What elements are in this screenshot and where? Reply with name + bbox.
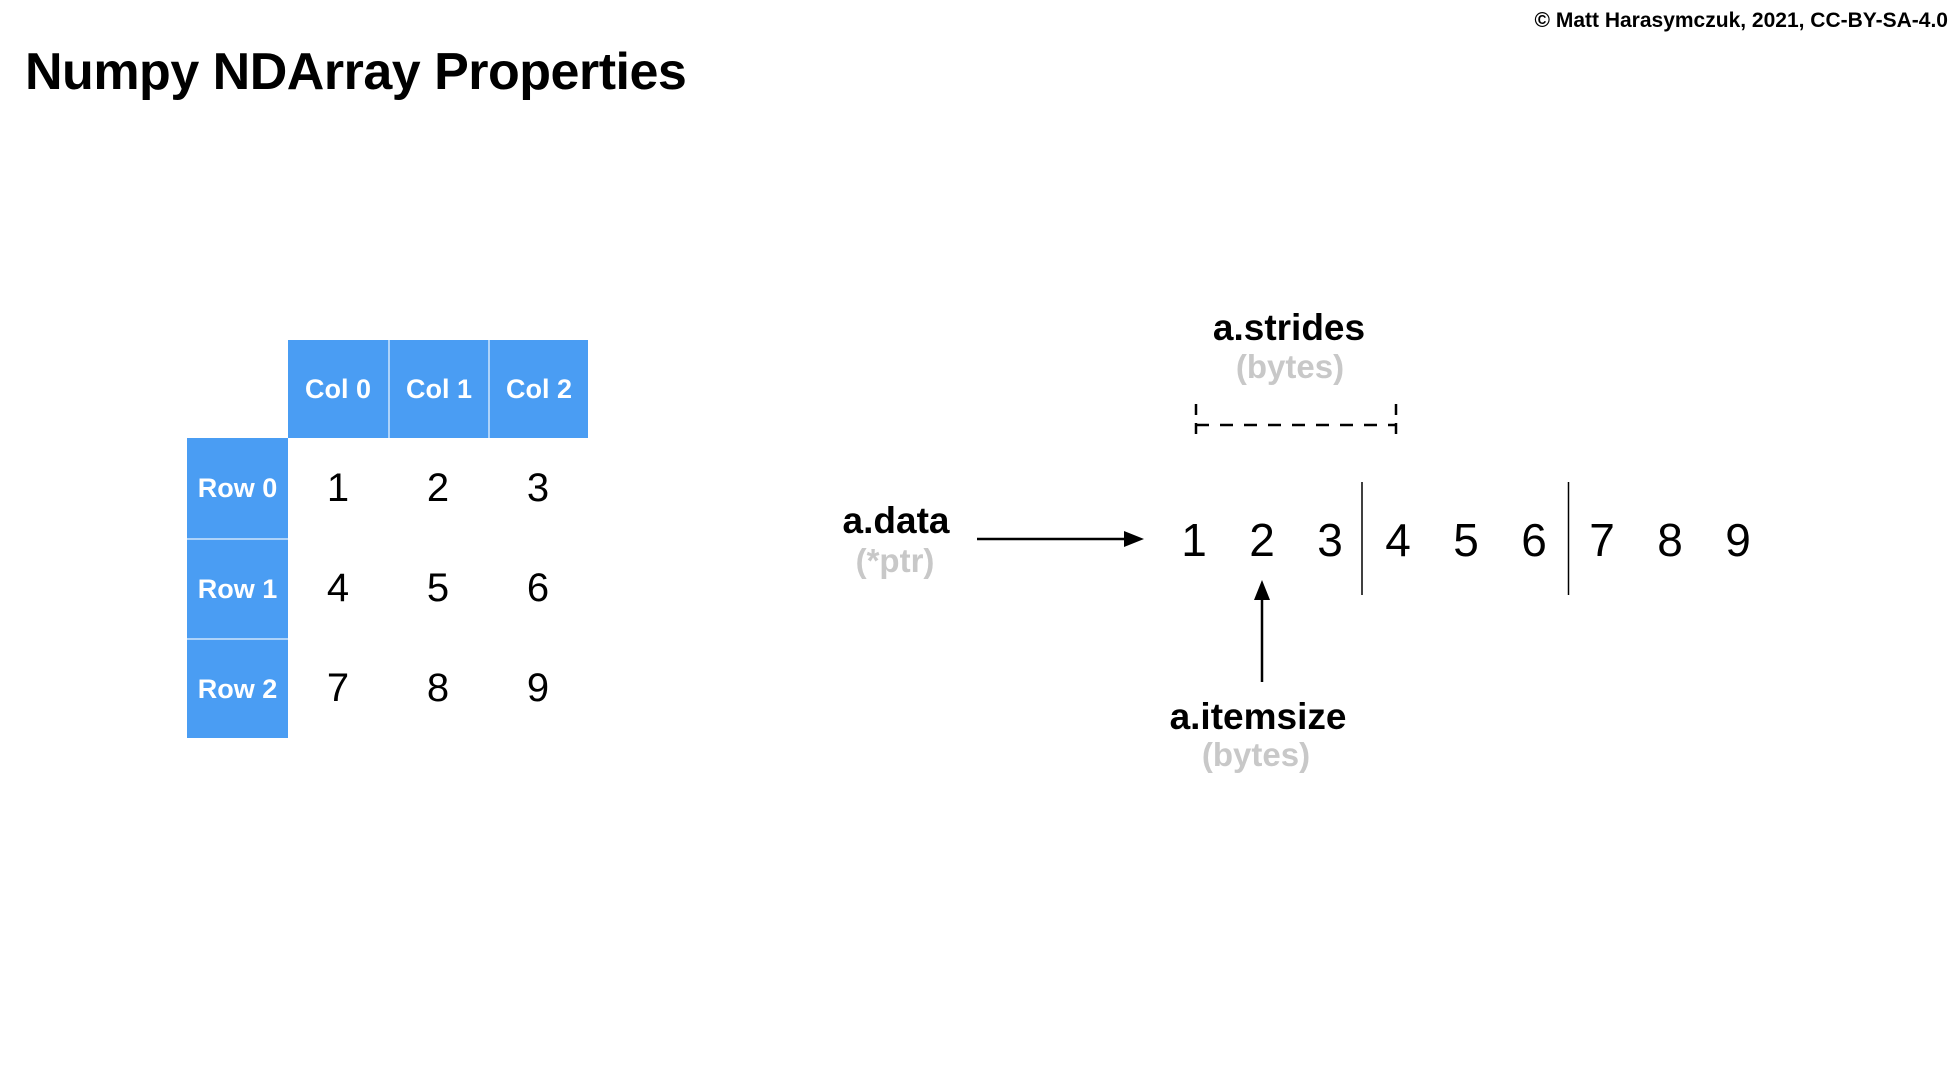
- matrix-cell: 8: [388, 638, 488, 738]
- memory-cell: 9: [1725, 514, 1751, 566]
- memory-cell: 6: [1521, 514, 1547, 566]
- matrix-cell: 9: [488, 638, 588, 738]
- memory-cell: 8: [1657, 514, 1683, 566]
- matrix-cell: 4: [288, 538, 388, 638]
- strides-unit-label: (bytes): [1235, 348, 1345, 385]
- row-label-cell: Row 1: [187, 538, 288, 638]
- matrix-cell: 5: [388, 538, 488, 638]
- matrix-cell: 7: [288, 638, 388, 738]
- memory-cell: 4: [1385, 514, 1411, 566]
- itemsize-arrow: [1254, 580, 1270, 682]
- data-arrow: [977, 531, 1144, 547]
- page-title: Numpy NDArray Properties: [25, 43, 687, 101]
- col-header-cell: Col 0: [288, 340, 388, 438]
- matrix-cell: 6: [488, 538, 588, 638]
- itemsize-label: a.itemsize: [1169, 696, 1347, 737]
- memory-cell: 3: [1317, 514, 1343, 566]
- itemsize-unit-label: (bytes): [1201, 736, 1311, 773]
- memory-cell: 1: [1181, 514, 1207, 566]
- matrix-cell: 3: [488, 438, 588, 538]
- row-label-cell: Row 0: [187, 438, 288, 538]
- matrix-cell: 1: [288, 438, 388, 538]
- col-header-cell: Col 2: [488, 340, 588, 438]
- col-header-cell: Col 1: [388, 340, 488, 438]
- memory-cell: 2: [1249, 514, 1275, 566]
- data-ptr-label: (*ptr): [855, 542, 935, 579]
- copyright-notice: © Matt Harasymczuk, 2021, CC-BY-SA-4.0: [1534, 9, 1948, 32]
- memory-cell: 5: [1453, 514, 1479, 566]
- memory-row: 1 2 3 4 5 6 7 8 9: [1160, 517, 1772, 563]
- strides-label: a.strides: [1212, 307, 1366, 348]
- strides-bracket: [1194, 404, 1398, 440]
- matrix-cell: 2: [388, 438, 488, 538]
- matrix-table: Col 0 Col 1 Col 2 Row 0 1 2 3 Row 1 4 5 …: [187, 340, 588, 738]
- memory-cell: 7: [1589, 514, 1615, 566]
- data-label: a.data: [842, 500, 950, 541]
- row-label-cell: Row 2: [187, 638, 288, 738]
